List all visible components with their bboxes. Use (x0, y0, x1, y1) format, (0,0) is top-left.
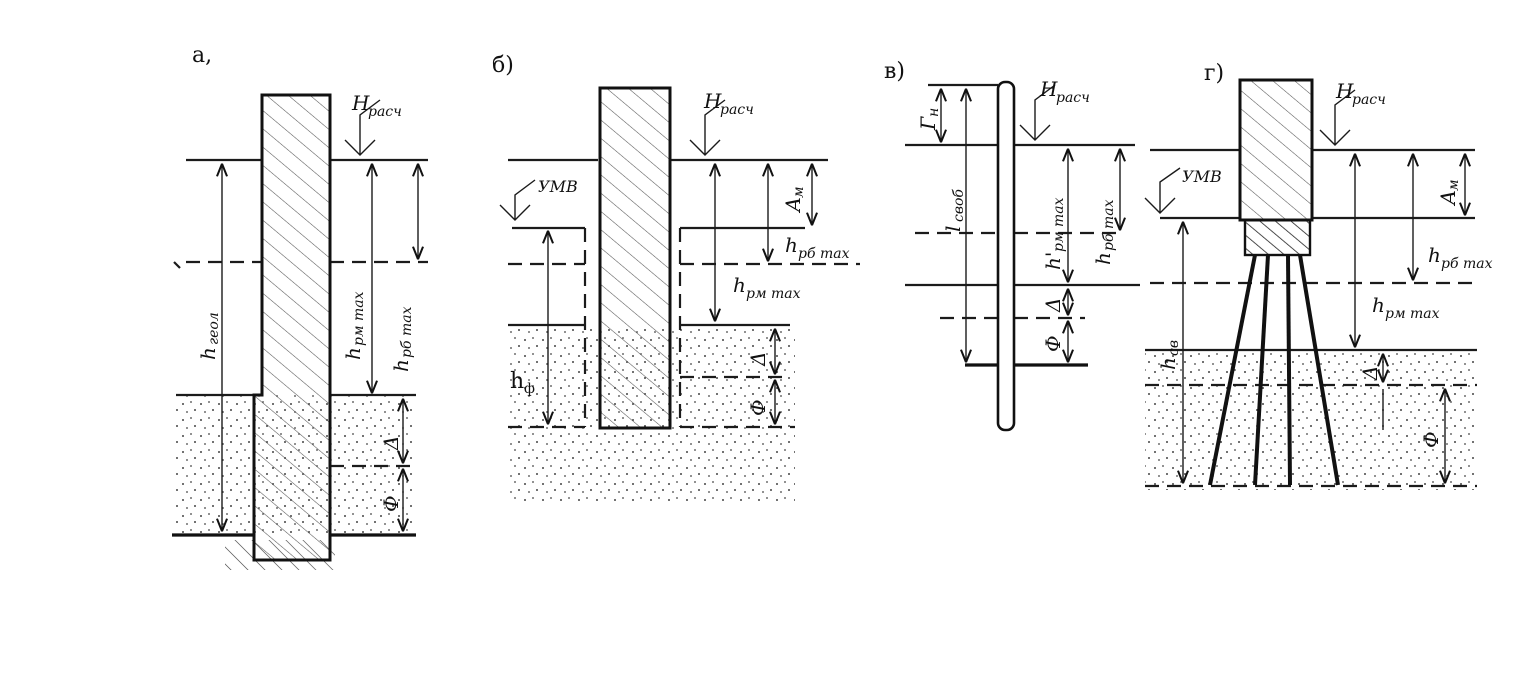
panel-v: в) H расч Г н l своб h' рм max h рб max (884, 59, 1140, 432)
panel-a: а, H расч h геол h рм max h рб max (172, 43, 428, 570)
panel-v-pile (996, 80, 1016, 432)
panel-v-h-rb-max: h (1091, 252, 1115, 265)
panel-a-h-rasch: H (351, 91, 370, 115)
panel-g-h-rb-max: h (1428, 243, 1441, 267)
svg-text:расч: расч (368, 104, 402, 120)
panel-v-g-n: Г (916, 116, 940, 131)
panel-b-delta: Δ (746, 352, 770, 367)
panel-b-h-rm-max: h (733, 273, 746, 297)
panel-a-h-rb-max: h (389, 359, 413, 372)
panel-a-phi: Ф (379, 495, 403, 512)
panel-b-title: б) (492, 53, 514, 78)
svg-text:геол: геол (206, 312, 222, 345)
svg-text:ф: ф (524, 381, 535, 397)
panel-g-grillage (1243, 218, 1312, 257)
svg-text:рб max: рб max (1441, 256, 1493, 272)
panel-g-pile-3 (1286, 254, 1292, 486)
svg-text:рм max: рм max (746, 286, 801, 302)
svg-text:рм max: рм max (351, 291, 367, 346)
svg-text:м: м (1446, 179, 1462, 191)
panel-b-a-m: А (781, 197, 805, 214)
panel-g-umv: УМВ (1182, 167, 1222, 186)
svg-text:н: н (926, 108, 942, 117)
panel-a-h-geol: h (196, 347, 220, 360)
svg-text:расч: расч (1352, 92, 1386, 108)
panel-g-title: г) (1204, 61, 1224, 86)
panel-v-h-rm-max: h' (1041, 252, 1065, 270)
panel-b-pile (598, 86, 672, 430)
panel-g-h-sv: h (1156, 357, 1180, 370)
panel-v-h-rasch: H (1039, 77, 1058, 101)
svg-text:рм max: рм max (1051, 197, 1067, 252)
panel-v-l-svob: l (941, 226, 965, 232)
panel-g-cap (1238, 78, 1314, 222)
svg-text:расч: расч (1056, 90, 1090, 106)
panel-a-title: а, (192, 43, 212, 68)
svg-text:св: св (1166, 340, 1182, 356)
panel-g-phi: Ф (1419, 431, 1443, 448)
panel-g-pile-2 (1253, 254, 1270, 486)
svg-text:рб max: рб max (399, 306, 415, 358)
panel-g: г) H расч УМВ А м h рб max h (1144, 61, 1493, 490)
panel-b-h-rb-max: h (785, 233, 798, 257)
panel-v-delta: Δ (1041, 298, 1065, 313)
panel-g-a-m: А (1436, 190, 1460, 207)
panel-a-delta: Δ (379, 436, 403, 451)
panel-b-h-phi: h (510, 369, 524, 394)
panel-b-h-rasch: H (703, 89, 722, 113)
svg-text:рм max: рм max (1385, 306, 1440, 322)
svg-text:своб: своб (951, 189, 967, 222)
panel-g-pile-1 (1208, 254, 1257, 486)
panel-g-pile-4 (1298, 254, 1340, 486)
panel-g-h-rm-max: h (1372, 293, 1385, 317)
svg-text:м: м (791, 186, 807, 198)
panel-b-umv: УМВ (538, 177, 578, 196)
panel-a-pile (252, 93, 332, 562)
svg-text:рб max: рб max (798, 246, 850, 262)
panel-v-phi: Ф (1041, 335, 1065, 352)
panel-b: б) H расч УМВ А м h рб max h (492, 53, 860, 505)
panel-a-h-rm-max: h (341, 347, 365, 360)
panel-b-phi: Ф (746, 399, 770, 416)
svg-text:расч: расч (720, 102, 754, 118)
svg-text:рб max: рб max (1101, 199, 1117, 251)
panel-v-title: в) (884, 59, 905, 84)
panel-g-delta: Δ (1358, 366, 1382, 381)
panel-g-h-rasch: H (1335, 79, 1354, 103)
panel-g-sand (1145, 350, 1477, 490)
